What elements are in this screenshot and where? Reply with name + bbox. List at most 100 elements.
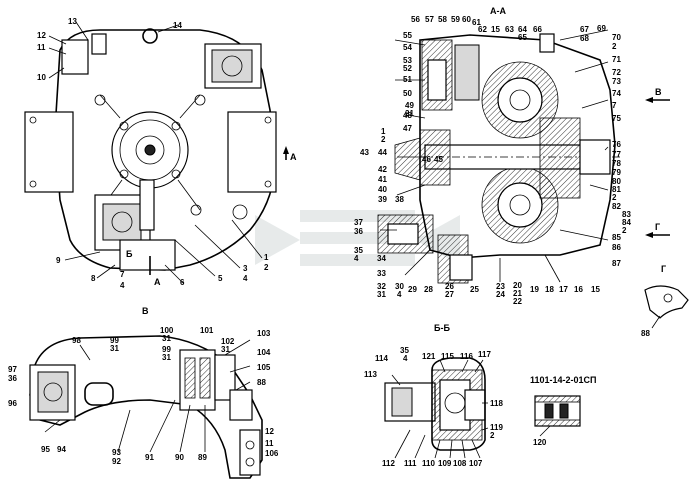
callout: 21 bbox=[513, 289, 522, 298]
callout: 35 bbox=[400, 346, 409, 355]
callout: 103 bbox=[257, 329, 271, 338]
callout: 83 bbox=[622, 210, 631, 219]
callout: 2 bbox=[622, 226, 627, 235]
callout: 102 bbox=[221, 337, 235, 346]
section-bb bbox=[384, 357, 489, 459]
callout: 14 bbox=[173, 21, 182, 30]
callout: 31 bbox=[377, 290, 386, 299]
callout: 96 bbox=[8, 399, 17, 408]
callout: 58 bbox=[438, 15, 447, 24]
callout: 26 bbox=[445, 282, 454, 291]
callout: 68 bbox=[580, 34, 589, 43]
callout: 47 bbox=[403, 124, 412, 133]
callout: 72 bbox=[612, 68, 621, 77]
callout: 17 bbox=[559, 285, 568, 294]
callouts-main-view: 13 14 12 11 10 9 8 7 4 6 5 3 4 1 2 bbox=[37, 17, 269, 290]
callout: 59 bbox=[451, 15, 460, 24]
callout: 31 bbox=[110, 344, 119, 353]
callout: 2 bbox=[612, 193, 617, 202]
section-title-aa: А-А bbox=[490, 6, 506, 16]
callout: 63 bbox=[505, 25, 514, 34]
callout: 91 bbox=[145, 453, 154, 462]
callout: 1 bbox=[381, 127, 386, 136]
callout: 37 bbox=[354, 218, 363, 227]
callouts-section-aa: 56 57 58 59 60 61 62 15 63 64 65 66 67 6… bbox=[354, 15, 631, 306]
callout: 46 bbox=[422, 155, 431, 164]
callout: 70 bbox=[612, 33, 621, 42]
section-title-g: Г bbox=[661, 264, 666, 274]
callout: 5 bbox=[218, 274, 223, 283]
callout: 12 bbox=[265, 427, 274, 436]
callout: 76 bbox=[612, 140, 621, 149]
callout: 36 bbox=[354, 227, 363, 236]
callout: 115 bbox=[441, 352, 454, 361]
callout: 29 bbox=[408, 285, 417, 294]
callout: 54 bbox=[403, 43, 412, 52]
callout: 31 bbox=[162, 353, 171, 362]
callout: 6 bbox=[180, 278, 185, 287]
callout: 41 bbox=[378, 175, 387, 184]
callout: 4 bbox=[243, 274, 248, 283]
callout: 98 bbox=[72, 336, 81, 345]
callout: 56 bbox=[411, 15, 420, 24]
callout: 109 bbox=[438, 459, 452, 468]
callout: 13 bbox=[68, 17, 77, 26]
callout: 51 bbox=[403, 75, 412, 84]
callout: 19 bbox=[530, 285, 539, 294]
callout: 38 bbox=[395, 195, 404, 204]
callout: 117 bbox=[478, 350, 491, 359]
callout: 4 bbox=[120, 281, 125, 290]
callout: 81 bbox=[612, 185, 621, 194]
arrow-label-v: В bbox=[655, 87, 662, 97]
callouts-view-v: 98 99 31 100 31 101 99 31 102 31 103 104… bbox=[8, 326, 279, 466]
callout: 107 bbox=[469, 459, 483, 468]
callout: 12 bbox=[37, 31, 46, 40]
callout: 31 bbox=[221, 345, 230, 354]
callout: 2 bbox=[381, 135, 386, 144]
callout: 88 bbox=[641, 329, 650, 338]
callout: 4 bbox=[354, 254, 359, 263]
callout: 119 bbox=[490, 423, 503, 432]
callout: 8 bbox=[91, 274, 96, 283]
callout: 114 bbox=[375, 354, 388, 363]
callout: 21 bbox=[405, 109, 414, 118]
callout: 80 bbox=[612, 177, 621, 186]
callout: 116 bbox=[460, 352, 473, 361]
callout: 10 bbox=[37, 73, 46, 82]
callout: 24 bbox=[496, 290, 505, 299]
callout: 85 bbox=[612, 233, 621, 242]
callout: 86 bbox=[612, 243, 621, 252]
view-marker-b: Б bbox=[126, 249, 133, 259]
callout: 121 bbox=[422, 352, 436, 361]
callout: 16 bbox=[574, 285, 583, 294]
callout: 113 bbox=[364, 370, 377, 379]
callout: 73 bbox=[612, 77, 621, 86]
callout: 22 bbox=[513, 297, 522, 306]
callout: 42 bbox=[378, 165, 387, 174]
document-number: 1101-14-2-01СП bbox=[530, 375, 597, 385]
callouts-section-bb: 35 4 114 121 115 116 117 113 118 119 2 1… bbox=[364, 346, 503, 468]
callout: 118 bbox=[490, 399, 503, 408]
callout: 55 bbox=[403, 31, 412, 40]
callout: 49 bbox=[405, 101, 414, 110]
callout: 61 bbox=[472, 18, 481, 27]
callout: 52 bbox=[403, 64, 412, 73]
callout: 15 bbox=[591, 285, 600, 294]
callout: 43 bbox=[360, 148, 369, 157]
callout: 101 bbox=[200, 326, 214, 335]
callout: 90 bbox=[175, 453, 184, 462]
callout: 30 bbox=[395, 282, 404, 291]
callout: 2 bbox=[612, 42, 617, 51]
callout: 88 bbox=[257, 378, 266, 387]
part-120-view bbox=[534, 395, 581, 437]
callout: 23 bbox=[496, 282, 505, 291]
callout: 77 bbox=[612, 150, 621, 159]
callout: 108 bbox=[453, 459, 467, 468]
callout: 120 bbox=[533, 438, 547, 447]
callout: 1 bbox=[264, 253, 269, 262]
callout: 57 bbox=[425, 15, 434, 24]
callout: 69 bbox=[597, 24, 606, 33]
arrow-label-g: Г bbox=[655, 222, 660, 232]
callout: 74 bbox=[612, 89, 621, 98]
